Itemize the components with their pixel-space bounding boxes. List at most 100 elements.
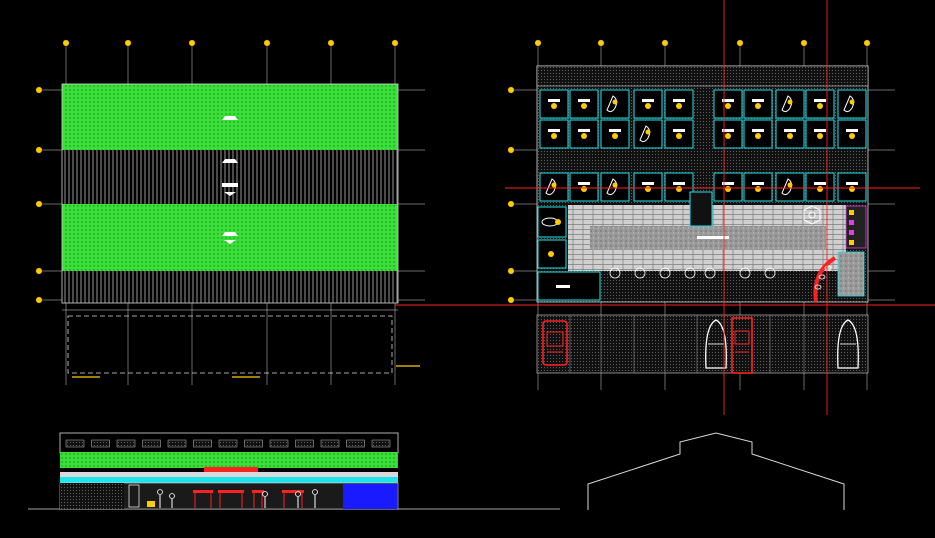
office-cell <box>713 172 743 202</box>
desk-icon <box>784 129 796 132</box>
lamp-icon <box>817 186 823 192</box>
grid-bubble <box>62 39 70 47</box>
lamp-icon <box>755 186 761 192</box>
office-cell <box>837 172 867 202</box>
floor-plan <box>395 0 935 415</box>
desk-icon <box>814 129 826 132</box>
elevation-red-sign <box>204 467 258 472</box>
desk-icon <box>642 99 654 102</box>
lamp-icon <box>849 99 855 105</box>
desk-icon <box>814 182 826 185</box>
person-figure-head <box>295 491 301 497</box>
desk-icon <box>548 129 560 132</box>
storefront-table <box>282 490 304 493</box>
grid-bubble <box>597 39 605 47</box>
desk-icon <box>846 182 858 185</box>
bottom-left-room-mark <box>556 285 570 288</box>
grid-bubble <box>507 296 515 304</box>
office-cell <box>805 119 835 149</box>
chair-icon <box>606 95 618 113</box>
office-cell <box>775 89 805 119</box>
office-cell <box>713 119 743 149</box>
lobby-chair <box>684 267 696 279</box>
lobby-chairs <box>609 267 776 279</box>
office-cell <box>743 89 773 119</box>
planter-icon <box>147 501 155 507</box>
clerestory-window <box>65 439 85 448</box>
grid-bubble <box>35 146 43 154</box>
desk-icon <box>673 129 685 132</box>
clerestory-window <box>244 439 263 448</box>
lamp-icon <box>555 219 561 225</box>
lamp-icon <box>755 103 761 109</box>
central-counter-mark <box>697 236 729 239</box>
floor-plan-roof-strip <box>536 65 869 87</box>
front-elevation <box>28 432 560 510</box>
office-cell <box>633 89 663 119</box>
desk-icon <box>722 99 734 102</box>
entry-door <box>128 484 140 508</box>
office-cell <box>775 172 805 202</box>
office-cell <box>664 119 694 149</box>
desk-icon <box>609 129 621 132</box>
lamp-icon <box>725 103 731 109</box>
office-cell <box>805 172 835 202</box>
clerestory-window <box>116 439 136 448</box>
roof-green-band-lower <box>62 204 398 271</box>
clerestory-window <box>193 439 212 448</box>
curved-ramp <box>813 256 837 303</box>
grid-bubble <box>736 39 744 47</box>
grid-bubble <box>534 39 542 47</box>
desk-icon <box>722 182 734 185</box>
chair-icon <box>781 178 793 196</box>
lamp-icon <box>755 133 761 139</box>
grid-bubble <box>391 39 399 47</box>
clerestory-window <box>295 439 314 448</box>
lobby-chair <box>739 267 751 279</box>
office-cell <box>837 119 867 149</box>
desk-icon <box>548 99 560 102</box>
office-cell <box>775 119 805 149</box>
clerestory-window <box>269 439 289 448</box>
right-side-equipment <box>837 205 867 297</box>
grid-bubble <box>507 86 515 94</box>
office-cell <box>837 89 867 119</box>
grid-bubble <box>35 296 43 304</box>
office-cells <box>539 89 867 202</box>
lamp-icon <box>612 182 618 188</box>
chair-icon <box>545 178 557 196</box>
grid-bubble <box>35 267 43 275</box>
car-red-right <box>731 317 753 374</box>
lobby-chair <box>659 267 671 279</box>
elevation-clerestory-windows <box>65 439 391 448</box>
office-cell <box>569 119 599 149</box>
desk-icon <box>814 99 826 102</box>
lobby-chair <box>704 267 716 279</box>
office-cell <box>539 119 569 149</box>
grid-bubble <box>661 39 669 47</box>
clerestory-window <box>371 439 391 448</box>
lobby-chair <box>634 267 646 279</box>
chair-icon <box>606 178 618 196</box>
clerestory-window <box>218 439 238 448</box>
desk-icon <box>846 129 858 132</box>
clerestory-window <box>167 439 187 448</box>
elevation-storefront-figures <box>128 484 318 508</box>
office-cell-wall <box>775 119 805 149</box>
office-cell <box>600 119 630 149</box>
reception-desk-symbol <box>803 205 821 225</box>
grid-bubble <box>507 267 515 275</box>
office-cell <box>633 119 663 149</box>
chair-icon <box>843 95 855 113</box>
grid-bubble <box>800 39 808 47</box>
office-cell <box>600 89 630 119</box>
desk-icon <box>673 182 685 185</box>
grid-bubble <box>327 39 335 47</box>
lamp-icon <box>787 182 793 188</box>
lobby-chair <box>764 267 776 279</box>
grid-bubble <box>507 200 515 208</box>
small-cell <box>537 206 567 238</box>
person-figure-head <box>262 491 268 497</box>
desk-icon <box>752 99 764 102</box>
